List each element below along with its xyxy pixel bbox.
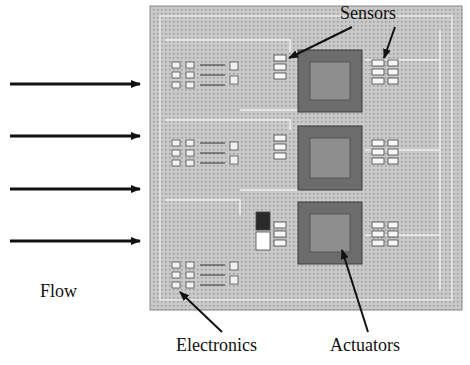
electronics-label: Electronics <box>176 336 257 356</box>
flow-arrows <box>10 84 140 241</box>
actuators-label: Actuators <box>330 336 400 356</box>
flow-label: Flow <box>40 282 77 302</box>
leader-arrows <box>180 27 395 332</box>
sensors-label: Sensors <box>340 4 396 24</box>
chip <box>150 6 462 310</box>
